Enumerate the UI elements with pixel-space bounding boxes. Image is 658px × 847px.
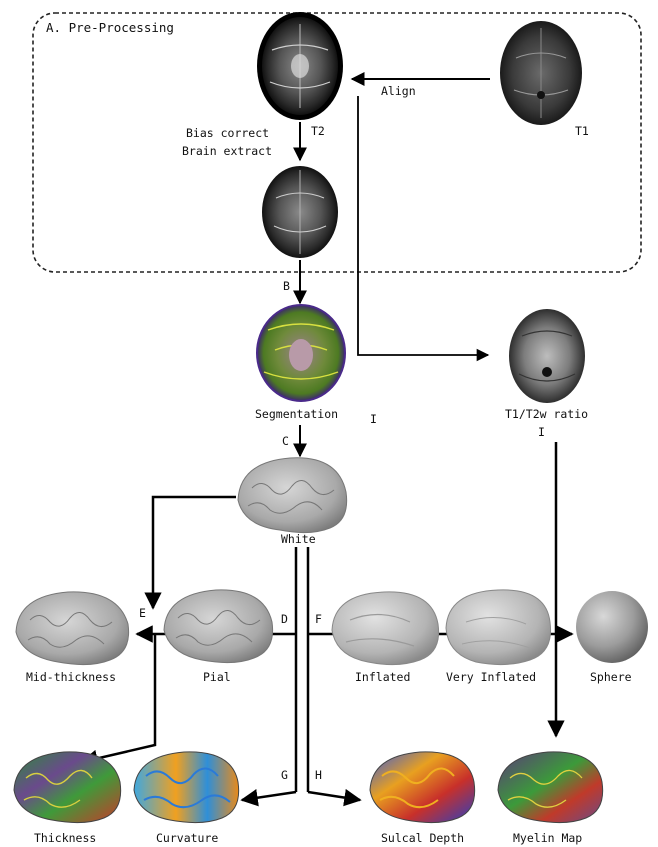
bias-correct-label: Bias correct [186, 126, 269, 140]
label-b: B [283, 279, 290, 293]
pial-image [163, 589, 274, 664]
arrow-thickness [80, 634, 157, 767]
preprocessing-box [32, 12, 642, 273]
sulcal-depth-image [369, 751, 476, 824]
sulcal-depth-label: Sulcal Depth [381, 831, 464, 845]
myelin-map-image [497, 751, 604, 824]
curvature-label: Curvature [156, 831, 218, 845]
t2-mri-image [257, 12, 343, 120]
t2-label: T2 [311, 124, 325, 138]
label-d: D [281, 612, 288, 626]
very-inflated-label: Very Inflated [446, 670, 536, 684]
white-surface-image [237, 457, 348, 534]
myelin-map-label: Myelin Map [513, 831, 582, 845]
pial-label: Pial [203, 670, 231, 684]
t1-mri-image [500, 21, 582, 125]
label-c: C [282, 434, 289, 448]
arrow-e [144, 495, 236, 610]
label-h: H [315, 768, 322, 782]
inflated-label: Inflated [355, 670, 410, 684]
very-inflated-image [445, 589, 552, 666]
label-g: G [281, 768, 288, 782]
extracted-brain-image [262, 166, 338, 258]
mid-thickness-image [15, 591, 130, 666]
ratio-arrow [357, 96, 490, 362]
white-label: White [281, 532, 316, 546]
thickness-image [13, 751, 122, 824]
label-i-right: I [538, 425, 545, 439]
label-f: F [315, 612, 322, 626]
preprocessing-title: A. Pre-Processing [46, 20, 174, 35]
sphere-image [576, 591, 648, 663]
arrow-h [307, 788, 362, 807]
brain-extract-label: Brain extract [182, 144, 272, 158]
t1-label: T1 [575, 124, 589, 138]
inflated-image [331, 591, 440, 666]
segmentation-label: Segmentation [255, 407, 338, 421]
thickness-label: Thickness [34, 831, 96, 845]
align-label: Align [381, 84, 416, 98]
arrow-g [240, 789, 297, 807]
ratio-image [509, 309, 585, 403]
mid-thickness-label: Mid-thickness [26, 670, 116, 684]
ratio-label: T1/T2w ratio [505, 407, 588, 421]
curvature-image [133, 751, 240, 824]
label-e: E [139, 606, 146, 620]
segmentation-image [256, 304, 346, 402]
label-i-left: I [370, 412, 377, 426]
sphere-label: Sphere [590, 670, 632, 684]
